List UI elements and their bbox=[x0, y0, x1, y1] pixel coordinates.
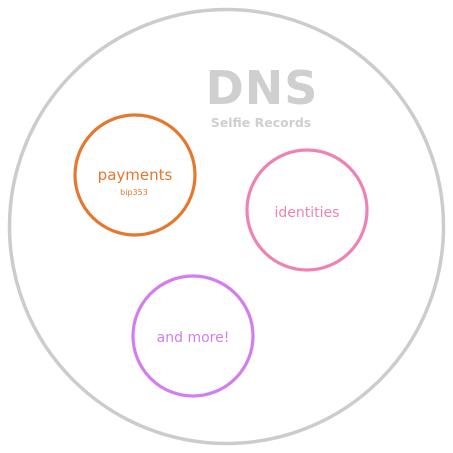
and-more-circle bbox=[131, 274, 255, 398]
and-more-label: and more! bbox=[157, 330, 230, 346]
logo-title: DNS bbox=[206, 61, 319, 115]
identities-circle bbox=[245, 148, 369, 272]
payments-circle bbox=[73, 113, 197, 237]
payments-sublabel: bip353 bbox=[120, 188, 148, 197]
and-more-node: and more! bbox=[131, 274, 255, 398]
identities-label: identities bbox=[275, 205, 340, 221]
identities-node: identities bbox=[245, 148, 369, 272]
outer-circle bbox=[7, 7, 446, 446]
payments-label: payments bbox=[98, 166, 173, 184]
logo: DNS Selfie Records bbox=[206, 61, 319, 130]
payments-node: payments bip353 bbox=[73, 113, 197, 237]
logo-subtitle: Selfie Records bbox=[211, 115, 312, 130]
